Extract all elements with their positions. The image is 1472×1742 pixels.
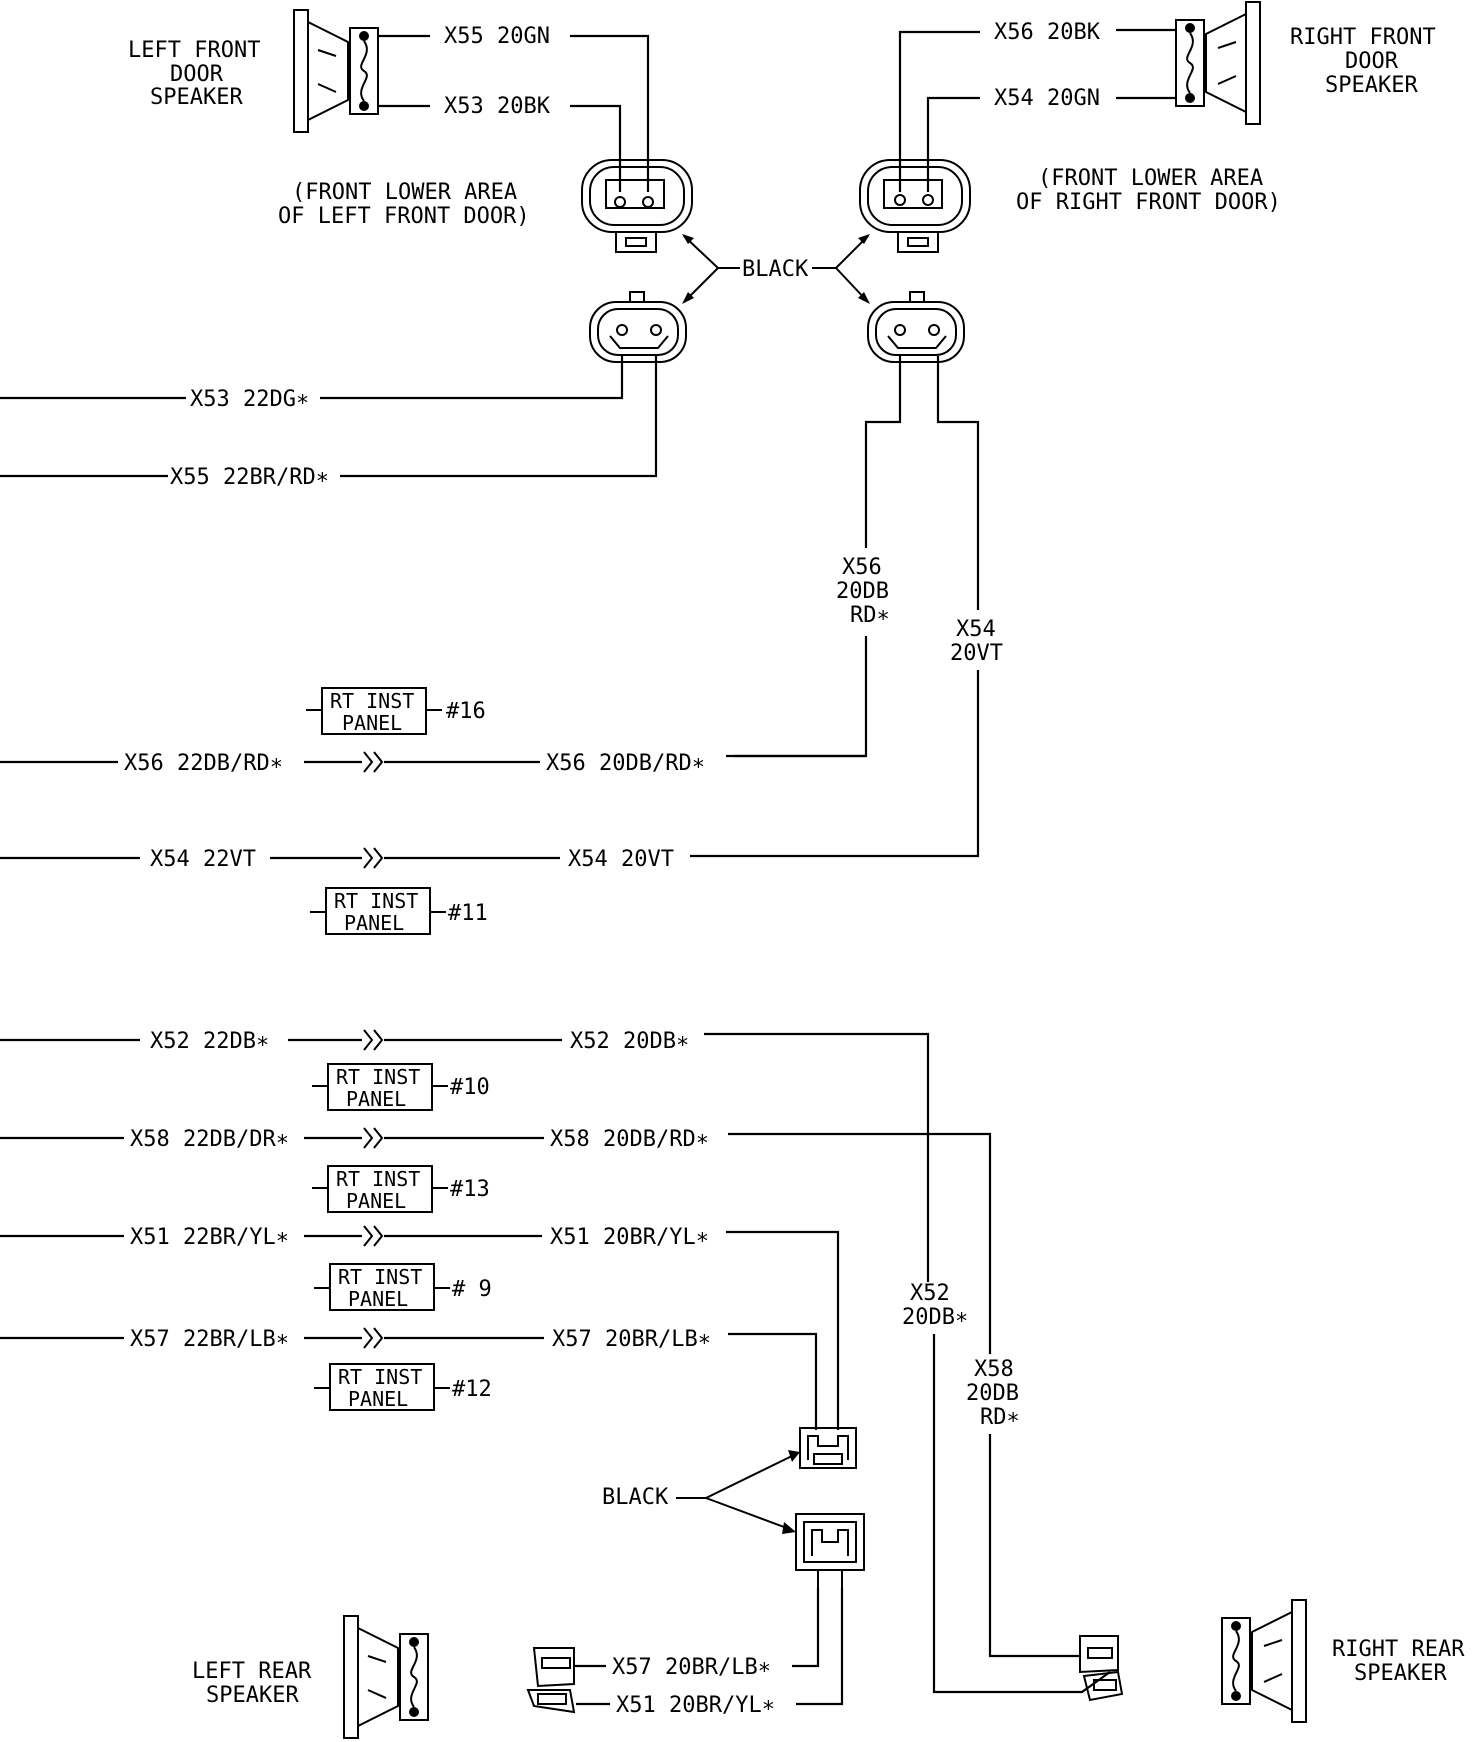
wire-x58-vert-2: 20DB (966, 1381, 1019, 1406)
inline-connector-13-pin: #13 (450, 1177, 490, 1202)
rr-speaker-label-1: RIGHT REAR (1332, 1637, 1465, 1662)
inline-connector-12-line1: RT INST (338, 1365, 422, 1389)
wire-x52-22db: X52 22DB∗ (150, 1029, 269, 1054)
inline-connector-16-line2: PANEL (342, 711, 402, 735)
wire-x54-vert-2: 20VT (950, 641, 1003, 666)
inline-connector-10-line2: PANEL (346, 1087, 406, 1111)
wire-x58-vert-1: X58 (974, 1357, 1014, 1382)
wire-x56-vert-1: X56 (842, 555, 882, 580)
inline-connector-11-line2: PANEL (344, 911, 404, 935)
inline-connector-13: RT INST PANEL #13 (312, 1165, 490, 1213)
connector-color-label-top: BLACK (742, 257, 809, 282)
wire-x57-22br-lb: X57 22BR/LB∗ (130, 1327, 289, 1352)
rf-speaker-label-2: DOOR (1345, 49, 1399, 74)
wire-x53-20bk: X53 20BK (444, 94, 551, 119)
connector-rear-speaker-feed (795, 1513, 865, 1588)
rf-speaker-label-1: RIGHT FRONT (1290, 25, 1436, 50)
inline-connector-16-pin: #16 (446, 699, 486, 724)
left-rear-speaker (343, 1615, 429, 1739)
wire-x56-20db-rd: X56 20DB/RD∗ (546, 751, 705, 776)
inline-connector-10-line1: RT INST (336, 1065, 420, 1089)
inline-connector-9-line1: RT INST (338, 1265, 422, 1289)
wire-x56-vert-3: RD∗ (850, 603, 890, 628)
lr-speaker-label-1: LEFT REAR (192, 1659, 312, 1684)
inline-connector-16-line1: RT INST (330, 689, 414, 713)
wire-x52-20db: X52 20DB∗ (570, 1029, 689, 1054)
wire-x55-22br-rd: X55 22BR/RD∗ (170, 465, 329, 490)
inline-connector-12: RT INST PANEL #12 (314, 1363, 492, 1411)
wire-x54-20gn: X54 20GN (994, 86, 1100, 111)
lf-location-1: (FRONT LOWER AREA (292, 180, 517, 205)
wire-x56-20bk: X56 20BK (994, 20, 1101, 45)
right-front-door-speaker (1175, 1, 1261, 125)
inline-connector-11-pin: #11 (448, 901, 488, 926)
wire-x52-vert-2: 20DB∗ (902, 1305, 968, 1330)
inline-connector-9-pin: # 9 (452, 1277, 492, 1302)
inline-connector-12-line2: PANEL (348, 1387, 408, 1411)
lr-speaker-label-2: SPEAKER (206, 1683, 299, 1708)
wire-x58-20db-rd: X58 20DB/RD∗ (550, 1127, 709, 1152)
right-rear-speaker (1221, 1599, 1307, 1723)
rr-speaker-label-2: SPEAKER (1354, 1661, 1447, 1686)
connector-right-rear (1079, 1635, 1124, 1702)
inline-connector-13-line2: PANEL (346, 1189, 406, 1213)
connector-right-front-door (859, 159, 971, 253)
wire-x56-vert-2: 20DB (836, 579, 889, 604)
wire-x51-bottom: X51 20BR/YL∗ (616, 1693, 775, 1718)
inline-connector-12-pin: #12 (452, 1377, 492, 1402)
inline-connector-9: RT INST PANEL # 9 (314, 1263, 492, 1311)
rf-location-2: OF RIGHT FRONT DOOR) (1016, 190, 1281, 215)
connector-left-rear (526, 1647, 576, 1714)
lf-speaker-label-3: SPEAKER (150, 85, 243, 110)
wire-x51-22br-yl: X51 22BR/YL∗ (130, 1225, 289, 1250)
wire-x55-20gn: X55 20GN (444, 24, 550, 49)
wire-x54-vert-1: X54 (956, 617, 996, 642)
wire-x54-22vt: X54 22VT (150, 847, 256, 872)
inline-connector-10: RT INST PANEL #10 (312, 1063, 490, 1111)
inline-connector-16: RT INST PANEL #16 (306, 687, 486, 735)
lf-speaker-label-1: LEFT FRONT (128, 38, 260, 63)
rf-speaker-label-3: SPEAKER (1325, 73, 1418, 98)
inline-connector-13-line1: RT INST (336, 1167, 420, 1191)
connector-right-harness (867, 291, 965, 363)
lf-speaker-label-2: DOOR (170, 62, 224, 87)
wire-x56-22db-rd: X56 22DB/RD∗ (124, 751, 283, 776)
wire-x57-20br-lb: X57 20BR/LB∗ (552, 1327, 711, 1352)
lf-location-2: OF LEFT FRONT DOOR) (278, 204, 530, 229)
wire-x57-bottom: X57 20BR/LB∗ (612, 1655, 771, 1680)
wire-x58-22db-dr: X58 22DB/DR∗ (130, 1127, 289, 1152)
wire-x58-vert-3: RD∗ (980, 1405, 1020, 1430)
wire-x53-22dg: X53 22DG∗ (190, 387, 309, 412)
connector-color-label-bottom: BLACK (602, 1485, 669, 1510)
rf-location-1: (FRONT LOWER AREA (1038, 166, 1263, 191)
inline-connector-11-line1: RT INST (334, 889, 418, 913)
inline-connector-9-line2: PANEL (348, 1287, 408, 1311)
inline-connector-10-pin: #10 (450, 1075, 490, 1100)
connector-rear-harness (799, 1427, 857, 1469)
wire-x51-20br-yl: X51 20BR/YL∗ (550, 1225, 709, 1250)
wire-x54-20vt: X54 20VT (568, 847, 674, 872)
left-front-door-speaker (293, 9, 379, 133)
inline-connector-11: RT INST PANEL #11 (310, 887, 488, 935)
connector-left-harness (589, 291, 687, 363)
wire-x52-vert-1: X52 (910, 1281, 950, 1306)
connector-left-front-door (581, 159, 693, 253)
